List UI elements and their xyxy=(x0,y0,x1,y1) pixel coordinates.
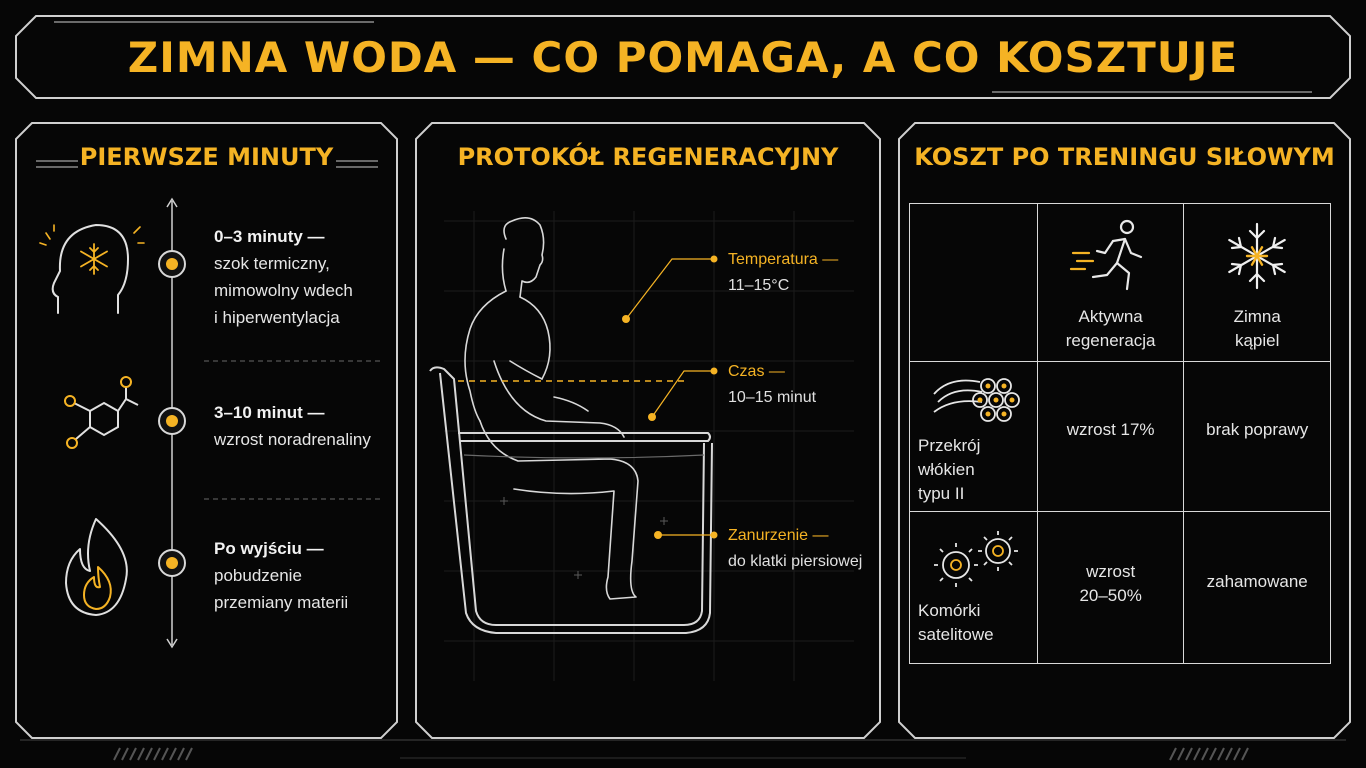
row-label: Przekrój xyxy=(918,435,981,455)
timeline-dot xyxy=(158,549,186,577)
step-line: szok termiczny, xyxy=(214,254,330,273)
running-person-icon xyxy=(1069,219,1142,290)
water-line xyxy=(463,454,705,459)
panel-strength-cost: KOSZT PO TRENINGU SIŁOWYM Aktywna regene… xyxy=(897,121,1352,740)
cell-value: 20–50% xyxy=(1079,586,1142,605)
callout-heading: Temperatura — xyxy=(728,251,839,268)
panel-title: KOSZT PO TRENINGU SIŁOWYM xyxy=(914,143,1335,171)
step-heading: 3–10 minut — xyxy=(214,403,325,422)
step-line: przemiany materii xyxy=(214,593,349,612)
table-cell: zahamowane xyxy=(1183,511,1331,664)
cell-value: zahamowane xyxy=(1206,572,1308,591)
step-line: i hiperwentylacja xyxy=(214,308,340,327)
row-label: typu II xyxy=(918,483,965,503)
table-cell: wzrost 20–50% xyxy=(1036,511,1185,664)
column-label: Zimna xyxy=(1233,306,1281,326)
timeline-dot xyxy=(158,250,186,278)
title-frame-border xyxy=(15,15,1351,99)
satellite-cells-icon xyxy=(934,530,1018,587)
step-line: wzrost noradrenaliny xyxy=(214,430,371,449)
flame-icon xyxy=(65,518,128,616)
table-cell: brak poprawy xyxy=(1183,361,1331,512)
callout-value: do klatki piersiowej xyxy=(728,553,863,570)
callout-value: 10–15 minut xyxy=(728,389,817,406)
cell-value: brak poprawy xyxy=(1206,420,1309,439)
water-sparkle xyxy=(500,497,668,579)
title-banner: ZIMNA WODA — CO POMAGA, A CO KOSZTUJE xyxy=(14,14,1352,100)
molecule-icon xyxy=(64,376,139,449)
muscle-fibers-icon xyxy=(933,377,1020,422)
table-row: Komórki satelitowe wzrost 20–50% zahamow… xyxy=(909,511,1331,664)
panel-frame xyxy=(898,122,1351,739)
column-label: Aktywna xyxy=(1078,306,1143,326)
snowflake-icon xyxy=(1228,222,1286,289)
panel-title: PROTOKÓŁ REGENERACYJNY xyxy=(457,143,839,171)
table-cell: wzrost 17% xyxy=(1036,361,1185,512)
panel-title: PIERWSZE MINUTY xyxy=(79,143,334,171)
callout-value: 11–15°C xyxy=(728,277,790,294)
row-header-satellite-cells: Komórki satelitowe xyxy=(909,511,1038,664)
cell-value: wzrost xyxy=(1086,562,1136,581)
step-heading: 0–3 minuty — xyxy=(214,227,325,246)
step-line: mimowolny wdech xyxy=(214,281,353,300)
callout-heading: Zanurzenie — xyxy=(728,527,829,544)
page-title: ZIMNA WODA — CO POMAGA, A CO KOSZTUJE xyxy=(127,32,1239,82)
row-label: satelitowe xyxy=(918,624,994,644)
cell-value: wzrost 17% xyxy=(1066,420,1155,439)
table-row: Przekrój włókien typu II wzrost 17% brak… xyxy=(909,361,1331,512)
callout-temperature: Temperatura — 11–15°C xyxy=(728,247,838,299)
step-0-3-minutes: 0–3 minuty — szok termiczny, mimowolny w… xyxy=(214,223,394,331)
row-header-fiber-cross-section: Przekrój włókien typu II xyxy=(909,361,1038,512)
step-line: pobudzenie xyxy=(214,566,302,585)
panel-frame xyxy=(15,122,398,739)
row-label: Komórki xyxy=(918,600,981,620)
panel-frame xyxy=(415,122,881,739)
row-label: włókien xyxy=(918,459,975,479)
column-header-active-recovery: Aktywna regeneracja xyxy=(1036,203,1185,362)
step-3-10-minutes: 3–10 minut — wzrost noradrenaliny xyxy=(214,399,394,453)
table-corner-cell xyxy=(909,203,1038,362)
bottom-decoration xyxy=(20,739,1346,761)
step-heading: Po wyjściu — xyxy=(214,539,324,558)
column-label: kąpiel xyxy=(1234,330,1280,350)
callout-time: Czas — 10–15 minut xyxy=(728,359,816,411)
callout-heading: Czas — xyxy=(728,363,785,380)
callout-immersion: Zanurzenie — do klatki piersiowej xyxy=(728,523,862,575)
column-header-cold-bath: Zimna kąpiel xyxy=(1183,203,1331,362)
panel-recovery-protocol: PROTOKÓŁ REGENERACYJNY Temperatura — 11–… xyxy=(414,121,882,740)
panel-first-minutes: PIERWSZE MINUTY 0–3 minuty — szok termic… xyxy=(14,121,399,740)
step-after-exit: Po wyjściu — pobudzenie przemiany materi… xyxy=(214,535,394,616)
bathtub-illustration xyxy=(429,366,713,634)
callout-line xyxy=(625,258,714,320)
comparison-table: Aktywna regeneracja xyxy=(909,203,1331,664)
timeline-dot xyxy=(158,407,186,435)
callout-line xyxy=(651,370,714,418)
brain-snowflake-icon xyxy=(39,223,145,314)
person-in-bath-illustration xyxy=(464,217,639,600)
column-label: regeneracja xyxy=(1065,330,1156,350)
